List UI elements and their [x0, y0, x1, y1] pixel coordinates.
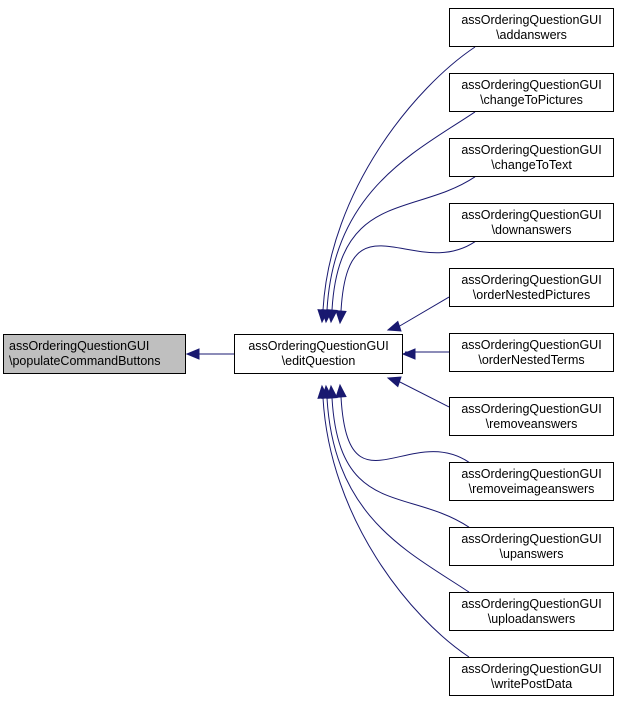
node-class-label: assOrderingQuestionGUI — [461, 142, 602, 157]
node-class-label: assOrderingQuestionGUI — [461, 12, 602, 27]
node-removeanswers[interactable]: assOrderingQuestionGUI\removeanswers — [449, 397, 614, 436]
arrowhead-orderNestedTerms — [401, 348, 416, 360]
edge-downanswers-to-edit-question — [340, 241, 476, 312]
node-class-label: assOrderingQuestionGUI — [461, 337, 602, 352]
node-method-label: \editQuestion — [281, 354, 356, 368]
node-class-label: assOrderingQuestionGUI — [9, 339, 150, 353]
node-method-label: \orderNestedPictures — [472, 287, 591, 302]
node-order-nested-terms[interactable]: assOrderingQuestionGUI\orderNestedTerms — [449, 333, 614, 372]
node-addanswers[interactable]: assOrderingQuestionGUI\addanswers — [449, 8, 614, 47]
node-method-label: \writePostData — [490, 676, 573, 691]
arrowhead-removeimageanswers — [335, 383, 347, 398]
node-method-label: \populateCommandButtons — [9, 354, 161, 368]
node-method-label: \orderNestedTerms — [478, 352, 585, 367]
node-class-label: assOrderingQuestionGUI — [461, 272, 602, 287]
node-change-to-text[interactable]: assOrderingQuestionGUI\changeToText — [449, 138, 614, 177]
arrowhead-orderNestedPictures — [386, 320, 402, 332]
node-downanswers[interactable]: assOrderingQuestionGUI\downanswers — [449, 203, 614, 242]
node-method-label: \removeanswers — [485, 416, 578, 431]
node-class-label: assOrderingQuestionGUI — [461, 207, 602, 222]
edge-addanswers-to-edit-question — [322, 46, 476, 311]
node-class-label: assOrderingQuestionGUI — [461, 466, 602, 481]
node-uploadanswers[interactable]: assOrderingQuestionGUI\uploadanswers — [449, 592, 614, 631]
edge-uploadanswers-to-edit-question — [326, 397, 470, 593]
node-class-label: assOrderingQuestionGUI — [461, 661, 602, 676]
edge-removeimageanswers-to-edit-question — [340, 396, 470, 463]
arrowhead-writePostData — [317, 384, 329, 399]
node-class-label: assOrderingQuestionGUI — [461, 77, 602, 92]
edge-change-to-text-to-edit-question — [331, 176, 476, 311]
edge-order-nested-pictures-to-edit-question — [397, 296, 450, 328]
edge-upanswers-to-edit-question — [331, 397, 470, 528]
node-populate-command-buttons[interactable]: assOrderingQuestionGUI \populateCommandB… — [3, 334, 186, 374]
arrowhead-removeanswers — [386, 376, 402, 388]
node-class-label: assOrderingQuestionGUI — [461, 596, 602, 611]
node-class-label: assOrderingQuestionGUI — [461, 531, 602, 546]
node-method-label: \removeimageanswers — [468, 481, 595, 496]
node-method-label: \addanswers — [496, 27, 567, 42]
node-class-label: assOrderingQuestionGUI — [461, 401, 602, 416]
arrowhead-downanswers — [335, 310, 347, 325]
node-method-label: \uploadanswers — [487, 611, 576, 626]
node-class-label: assOrderingQuestionGUI — [248, 339, 389, 353]
node-upanswers[interactable]: assOrderingQuestionGUI\upanswers — [449, 527, 614, 566]
node-write-post-data[interactable]: assOrderingQuestionGUI\writePostData — [449, 657, 614, 696]
node-order-nested-pictures[interactable]: assOrderingQuestionGUI\orderNestedPictur… — [449, 268, 614, 307]
node-method-label: \changeToPictures — [480, 92, 583, 107]
edge-change-to-pictures-to-edit-question — [326, 111, 476, 311]
node-method-label: \downanswers — [491, 222, 572, 237]
node-method-label: \upanswers — [499, 546, 564, 561]
arrowhead-populate-command-buttons — [185, 348, 200, 360]
edge-write-post-data-to-edit-question — [322, 397, 470, 658]
node-edit-question[interactable]: assOrderingQuestionGUI \editQuestion — [234, 334, 403, 374]
node-removeimageanswers[interactable]: assOrderingQuestionGUI\removeimageanswer… — [449, 462, 614, 501]
node-change-to-pictures[interactable]: assOrderingQuestionGUI\changeToPictures — [449, 73, 614, 112]
edge-removeanswers-to-edit-question — [397, 380, 450, 408]
node-method-label: \changeToText — [491, 157, 572, 172]
arrowhead-changeToText — [326, 309, 338, 324]
